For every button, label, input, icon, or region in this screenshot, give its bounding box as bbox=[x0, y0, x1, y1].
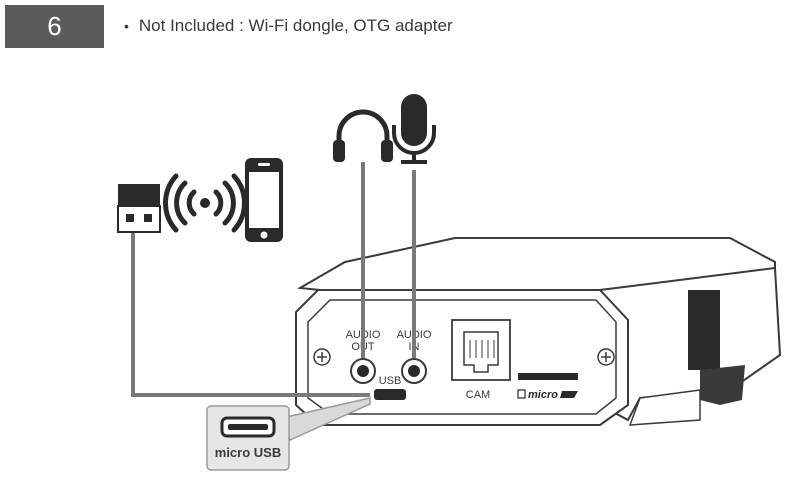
audio-out-jack bbox=[350, 358, 376, 384]
cam-port-label: CAM bbox=[466, 389, 490, 401]
headphones-icon bbox=[333, 109, 393, 162]
not-included-note: • Not Included : Wi-Fi dongle, OTG adapt… bbox=[124, 16, 453, 36]
usb-cable bbox=[131, 232, 370, 397]
screw-left bbox=[313, 348, 331, 366]
audio-in-jack bbox=[401, 358, 427, 384]
micro-usb-callout-label: micro USB bbox=[215, 445, 281, 460]
side-vent bbox=[688, 290, 720, 370]
microphone-icon bbox=[392, 94, 436, 164]
micro-sd-logo: micro bbox=[517, 389, 578, 401]
screw-right bbox=[597, 348, 615, 366]
step-number-badge: 6 bbox=[5, 5, 104, 48]
usb-dongle-icon bbox=[117, 184, 161, 233]
device-foot bbox=[700, 365, 745, 405]
usb-port-label: USB bbox=[379, 375, 402, 387]
note-text: Not Included : Wi-Fi dongle, OTG adapter bbox=[138, 16, 453, 35]
micro-usb-callout: micro USB bbox=[206, 397, 371, 471]
device-base bbox=[628, 389, 701, 426]
wifi-signal-icon bbox=[163, 173, 247, 233]
step-number: 6 bbox=[47, 11, 62, 41]
micro-sd-label: micro bbox=[528, 389, 558, 401]
note-bullet: • bbox=[124, 18, 129, 34]
micro-usb-port bbox=[374, 389, 406, 400]
smartphone-icon bbox=[245, 158, 283, 242]
micro-sd-slot bbox=[518, 373, 578, 380]
sd-mark-icon bbox=[560, 391, 578, 398]
camera-device: AUDIO OUT AUDIO IN USB CAM micro bbox=[295, 237, 782, 426]
cam-port bbox=[451, 319, 511, 381]
